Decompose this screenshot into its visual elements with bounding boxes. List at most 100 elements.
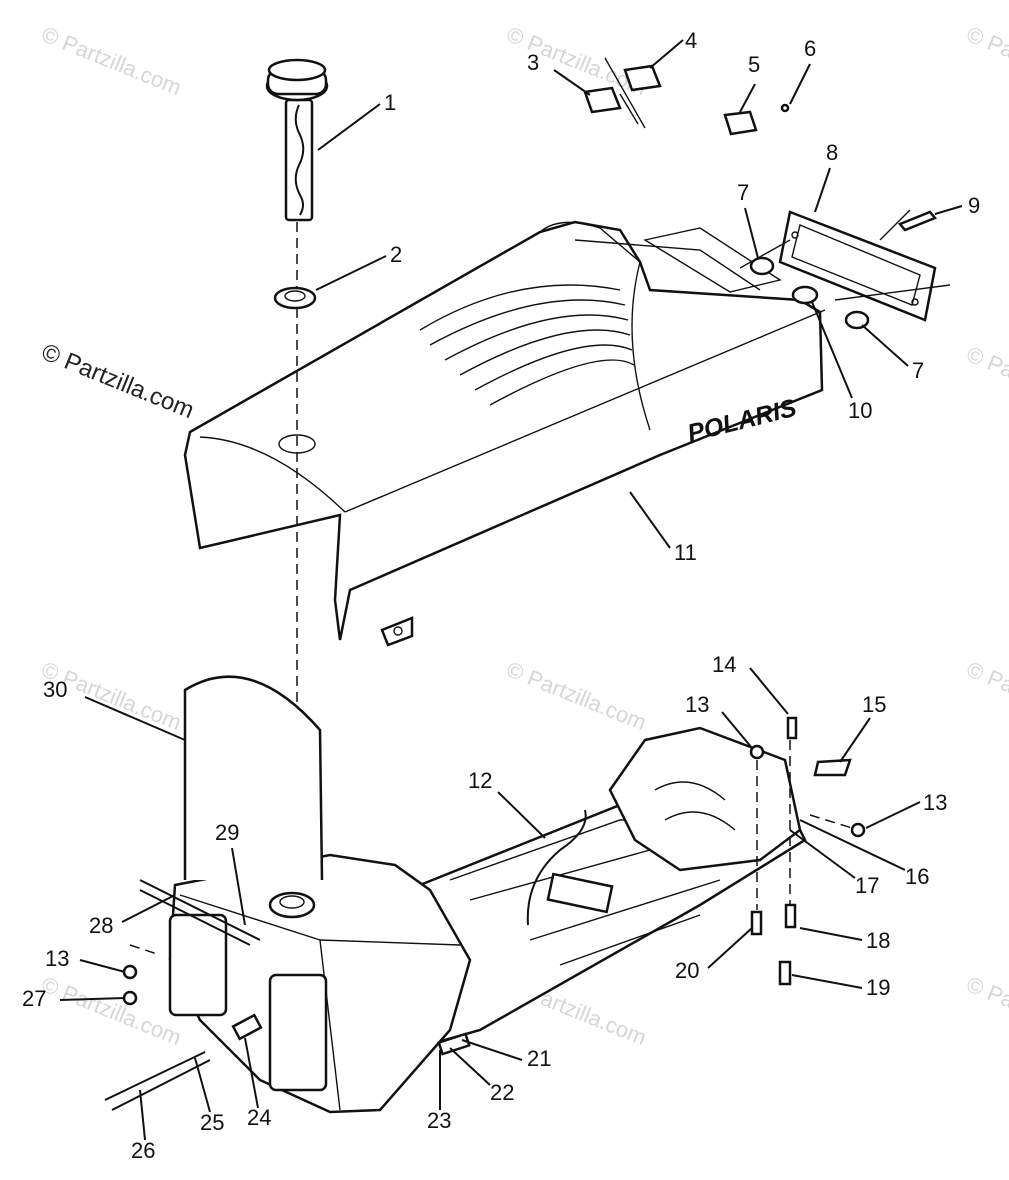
bracket bbox=[813, 758, 852, 777]
callout-c8: 8 bbox=[826, 140, 838, 165]
fuel-line bbox=[104, 1051, 206, 1101]
bolt bbox=[784, 903, 797, 929]
leader-line-c7b bbox=[861, 324, 909, 367]
seat-rib bbox=[444, 314, 629, 361]
tray-line bbox=[529, 879, 721, 941]
leader-line-c2 bbox=[315, 255, 387, 291]
callout-c6: 6 bbox=[804, 36, 816, 61]
callout-c26: 26 bbox=[131, 1138, 155, 1163]
bolt bbox=[778, 960, 792, 986]
leader-line-c26 bbox=[139, 1089, 146, 1141]
leader-line-c8 bbox=[814, 167, 831, 213]
seat-hump bbox=[539, 221, 641, 263]
leader-line-c10 bbox=[811, 301, 853, 399]
seat-body bbox=[183, 220, 824, 641]
watermark-text: © Partzilla.com bbox=[963, 971, 1009, 1050]
callout-c7b: 7 bbox=[912, 358, 924, 383]
fuel-line bbox=[111, 1059, 211, 1111]
leader-line-c17 bbox=[789, 829, 856, 879]
tank-filler-neck-inner bbox=[279, 895, 305, 909]
callout-c17: 17 bbox=[855, 873, 879, 898]
callout-c14: 14 bbox=[712, 652, 736, 677]
callout-c30: 30 bbox=[43, 677, 67, 702]
fuel-tank-assembly bbox=[104, 675, 866, 1114]
callout-c28: 28 bbox=[89, 913, 113, 938]
leader-line-c11 bbox=[629, 491, 671, 549]
seat-rib bbox=[429, 299, 626, 346]
leader-line-c21 bbox=[461, 1039, 523, 1061]
leader-line-c13a bbox=[721, 711, 753, 749]
callout-c24: 24 bbox=[247, 1105, 271, 1130]
seat-top-edge bbox=[199, 436, 346, 513]
watermark-text: © Partzilla.com bbox=[38, 21, 185, 100]
tank-pocket-left bbox=[168, 913, 228, 1017]
nut bbox=[749, 744, 765, 760]
callout-c12: 12 bbox=[468, 768, 492, 793]
leader-line-c29 bbox=[231, 847, 246, 926]
leader-line-c28 bbox=[121, 894, 176, 923]
callout-c5: 5 bbox=[748, 52, 760, 77]
leader-line-c12 bbox=[497, 791, 546, 839]
callout-c20: 20 bbox=[675, 958, 699, 983]
callout-labels: 1234567789101112131313141516171819202122… bbox=[22, 28, 980, 1163]
shield bbox=[183, 675, 324, 881]
seat-rib bbox=[489, 359, 635, 406]
callout-c16: 16 bbox=[905, 864, 929, 889]
leader-line-c22 bbox=[449, 1047, 491, 1086]
fitting bbox=[231, 1013, 263, 1041]
tank-pocket-right bbox=[268, 973, 328, 1092]
seat-rib bbox=[474, 344, 633, 391]
seat-side-curve bbox=[631, 261, 651, 431]
callout-c13a: 13 bbox=[685, 692, 709, 717]
leader-line-c30 bbox=[84, 696, 186, 741]
watermark-text: © Partzilla.com bbox=[963, 21, 1009, 100]
seat-mount-hole bbox=[393, 626, 403, 636]
callout-c27: 27 bbox=[22, 986, 46, 1011]
callout-c13c: 13 bbox=[45, 946, 69, 971]
leader-line-c13b bbox=[865, 801, 921, 829]
watermark-text: © Partzilla.com bbox=[963, 656, 1009, 735]
callout-c15: 15 bbox=[862, 692, 886, 717]
callout-c13b: 13 bbox=[923, 790, 947, 815]
grommet bbox=[273, 286, 317, 310]
seat-taillight-recess bbox=[643, 227, 782, 293]
seat-assembly: POLARIS bbox=[183, 220, 826, 647]
watermark-text: © Partzilla.com bbox=[963, 341, 1009, 420]
callout-c1: 1 bbox=[384, 90, 396, 115]
callout-c18: 18 bbox=[866, 928, 890, 953]
washer bbox=[122, 990, 138, 1006]
vent-line bbox=[139, 889, 251, 946]
callout-c4: 4 bbox=[685, 28, 697, 53]
watermark-prominent: © Partzilla.com bbox=[38, 339, 198, 425]
callout-c19: 19 bbox=[866, 975, 890, 1000]
leader-line-c15 bbox=[839, 717, 871, 763]
rear-box bbox=[608, 726, 802, 872]
leader-line-c9 bbox=[934, 205, 963, 215]
leader-line-c27 bbox=[59, 997, 126, 1001]
callout-c22: 22 bbox=[490, 1080, 514, 1105]
callout-c9: 9 bbox=[968, 193, 980, 218]
leader-line-c25 bbox=[194, 1057, 211, 1113]
leader-line-c13c bbox=[79, 959, 126, 973]
bolt bbox=[750, 910, 763, 936]
seat-mount-tab bbox=[380, 616, 414, 647]
seat-rear-fold bbox=[344, 309, 826, 513]
fuel-filter bbox=[546, 872, 614, 914]
watermark-text: © Partzilla.com bbox=[503, 21, 650, 100]
leader-line-c18 bbox=[799, 927, 863, 941]
leader-line-c14 bbox=[749, 667, 789, 715]
leader-line-c3 bbox=[553, 69, 591, 96]
callout-c21: 21 bbox=[527, 1046, 551, 1071]
leader-line-c4 bbox=[649, 39, 684, 69]
plates bbox=[583, 57, 790, 136]
seat-rib bbox=[419, 284, 621, 331]
callout-c11: 11 bbox=[674, 540, 697, 565]
hardware-alignment-line bbox=[809, 814, 853, 829]
fuel-hose bbox=[526, 809, 587, 926]
rear-box-rib bbox=[664, 811, 736, 831]
nut bbox=[122, 964, 138, 980]
leader-line-c19 bbox=[791, 974, 863, 989]
leader-line-c6 bbox=[789, 63, 811, 105]
hardware-alignment-line bbox=[129, 944, 161, 956]
